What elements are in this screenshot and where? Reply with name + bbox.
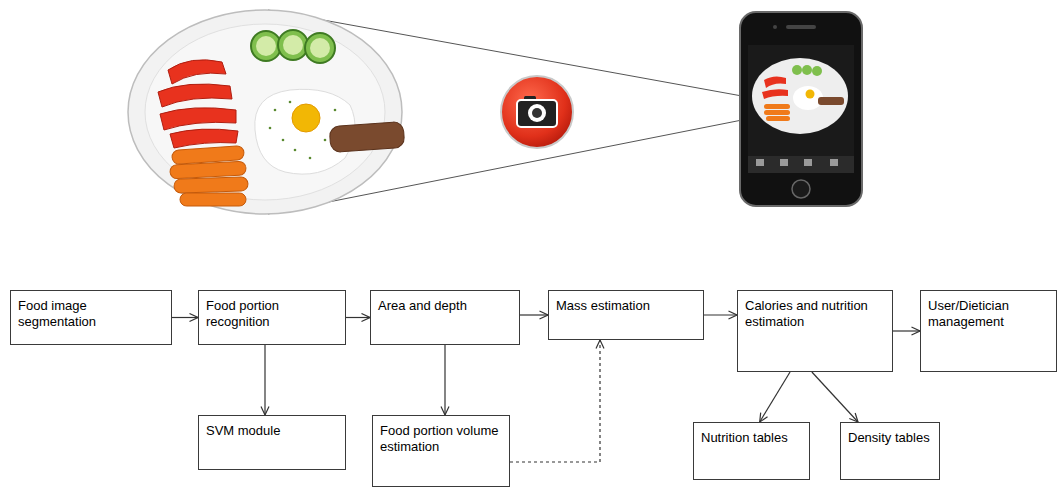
box-label: Food portion volume estimation (380, 423, 502, 455)
flow-arrow (893, 330, 920, 331)
box-label: Nutrition tables (701, 430, 802, 446)
box-label: Area and depth (378, 298, 512, 314)
dashed-arrow (510, 340, 600, 462)
process-box: Mass estimation (548, 290, 704, 340)
flow-arrow (760, 372, 790, 422)
process-box: Food portion recognition (198, 290, 346, 345)
camera-icon (501, 76, 573, 148)
box-label: Mass estimation (556, 298, 696, 314)
flow-arrow (346, 317, 370, 318)
flow-arrow (704, 314, 737, 315)
flow-arrow (444, 345, 445, 415)
box-label: SVM module (206, 423, 338, 439)
food-plate (128, 10, 405, 214)
module-box: SVM module (198, 415, 346, 470)
smartphone (740, 12, 862, 206)
table-box: Nutrition tables (693, 422, 810, 480)
box-label: Density tables (848, 430, 932, 446)
flow-arrow (172, 317, 198, 318)
flow-arrow (812, 372, 858, 422)
process-box: Area and depth (370, 290, 520, 345)
process-box: Food image segmentation (10, 290, 172, 345)
table-box: Density tables (840, 422, 940, 480)
process-box: User/Dietician management (920, 290, 1057, 372)
box-label: Calories and nutrition estimation (745, 298, 885, 330)
box-label: User/Dietician management (928, 298, 1049, 330)
box-label: Food image segmentation (18, 298, 164, 330)
flow-arrow (264, 345, 265, 415)
process-box: Food portion volume estimation (372, 415, 510, 487)
flow-arrow (520, 314, 548, 315)
process-box: Calories and nutrition estimation (737, 290, 893, 372)
box-label: Food portion recognition (206, 298, 338, 330)
